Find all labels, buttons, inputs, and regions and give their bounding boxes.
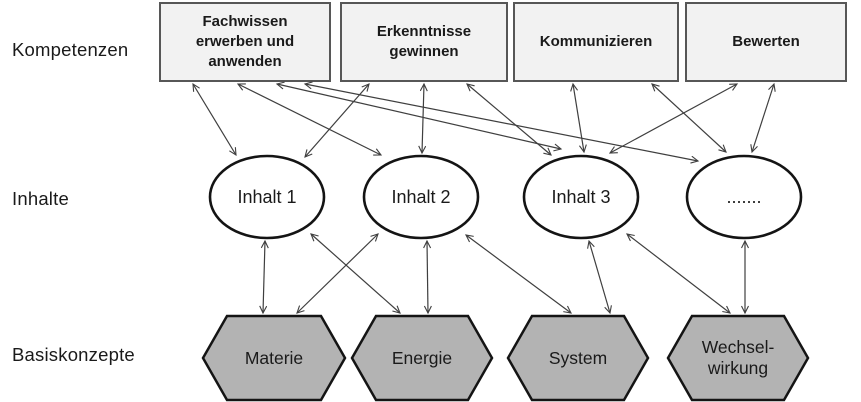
edge-fachwissen-inhalt4: [303, 81, 700, 164]
concept-hexagon-system: [506, 314, 650, 402]
row-label-inhalte: Inhalte: [12, 188, 69, 209]
content-ellipse-inhalt2: [362, 154, 480, 240]
edge-bewerten-inhalt3: [608, 83, 739, 154]
concept-hexagon-energie: [350, 314, 494, 402]
edge-erkenntnisse-inhalt3: [466, 83, 552, 156]
edge-bewerten-inhalt4: [750, 82, 776, 154]
content-ellipse-inhalt1: [208, 154, 326, 240]
row-label-basiskonzepte: Basiskonzepte: [12, 344, 135, 365]
content-ellipse-inhalt3: [522, 154, 640, 240]
edge-kommunizieren-inhalt3: [570, 82, 587, 154]
edge-kommunizieren-inhalt4: [651, 83, 727, 153]
edge-inhalt2-energie: [423, 239, 432, 315]
content-ellipse-inhalt4: [685, 154, 803, 240]
competence-box-kommunizieren: [513, 2, 679, 82]
edge-inhalt1-materie: [259, 239, 269, 315]
concept-hexagon-wechselwirkung: [666, 314, 810, 402]
concept-hexagon-materie: [201, 314, 347, 402]
edge-inhalt2-system: [465, 234, 572, 314]
edge-inhalt2-materie: [296, 233, 379, 314]
edge-inhalt3-system: [587, 239, 612, 315]
edge-inhalt1-energie: [310, 233, 401, 314]
competence-box-erkenntnisse: [340, 2, 508, 82]
edge-erkenntnisse-inhalt1: [304, 83, 370, 158]
competence-box-fachwissen: [159, 2, 331, 82]
edge-fachwissen-inhalt3: [275, 81, 563, 152]
edge-inhalt3-wechselwirkung: [626, 233, 731, 314]
edges-layer: [192, 81, 776, 315]
row-label-kompetenzen: Kompetenzen: [12, 39, 129, 60]
edge-erkenntnisse-inhalt2: [418, 82, 428, 155]
competence-box-bewerten: [685, 2, 847, 82]
edge-fachwissen-inhalt1: [192, 82, 237, 157]
